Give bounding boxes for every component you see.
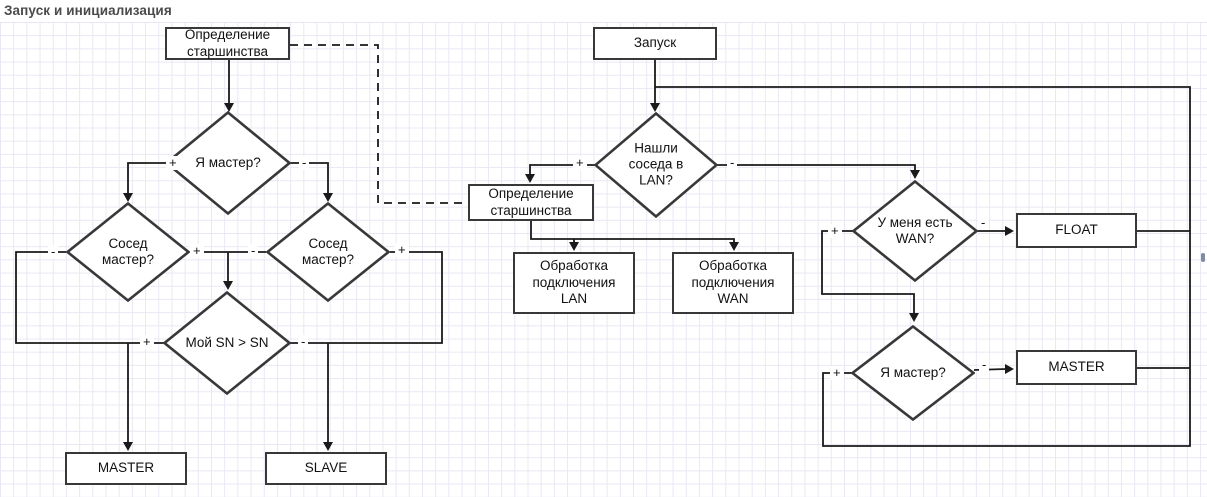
edge-label-minus: - xyxy=(978,216,989,230)
edge-ya-master-minus[interactable] xyxy=(289,162,333,202)
node-label: FLOAT xyxy=(1055,222,1098,238)
node-label: Я мастер? xyxy=(195,154,261,170)
node-label: MASTER xyxy=(97,460,155,476)
edge-opredelenie-to-ya-master[interactable] xyxy=(224,60,234,112)
edge-label-plus: + xyxy=(190,244,204,258)
node-nashli-soseda[interactable]: Нашли соседа в LAN? xyxy=(594,112,718,218)
diamond-shape xyxy=(266,202,390,302)
node-label: У меня есть WAN? xyxy=(877,214,953,246)
node-sosed-master-right[interactable]: Сосед мастер? xyxy=(266,202,390,302)
node-label: Сосед мастер? xyxy=(301,235,355,267)
node-u-menya-wan[interactable]: У меня есть WAN? xyxy=(852,180,978,282)
node-opredelenie-starshinstva-mid[interactable]: Определение старшинства xyxy=(468,184,594,221)
node-label: Сосед мастер? xyxy=(101,235,155,267)
edge-sosed-left-minus-loop[interactable] xyxy=(15,251,165,344)
edge-label-minus: - xyxy=(48,245,59,259)
edge-label-minus: - xyxy=(299,156,310,170)
edge-dashed-subroutine-link[interactable] xyxy=(290,44,466,204)
node-label: Обработка подключения LAN xyxy=(532,257,616,307)
edge-label-minus: - xyxy=(979,358,990,372)
node-label: Определение старшинства xyxy=(184,26,271,59)
edge-label-plus: + xyxy=(573,156,587,170)
edge-opredelenie-to-obrabotka[interactable] xyxy=(530,220,739,251)
diamond-shape xyxy=(851,325,975,421)
edge-label-minus: - xyxy=(298,335,309,349)
node-obrabotka-wan[interactable]: Обработка подключения WAN xyxy=(672,252,794,314)
node-ya-master-left[interactable]: Я мастер? xyxy=(165,111,291,215)
node-label: Запуск xyxy=(633,35,677,51)
edge-label-plus: + xyxy=(166,156,180,170)
diamond-shape xyxy=(852,180,978,282)
node-moy-sn[interactable]: Мой SN > SN xyxy=(163,291,291,395)
edge-label-plus: + xyxy=(395,243,409,257)
edge-nashli-minus-to-wan[interactable] xyxy=(716,164,920,179)
edge-ya-master-plus[interactable] xyxy=(123,162,167,202)
edge-zapusk-to-nashli[interactable] xyxy=(650,60,660,112)
edge-loop-back-to-start[interactable] xyxy=(655,86,1191,447)
edge-moy-sn-plus-to-master[interactable] xyxy=(123,343,133,451)
node-label: Определение старшинства xyxy=(488,185,574,218)
page-title: Запуск и инициализация xyxy=(4,3,172,18)
edge-label-plus: + xyxy=(828,224,842,238)
edge-label-minus: - xyxy=(727,156,738,170)
node-label: Обработка подключения WAN xyxy=(691,257,775,307)
node-zapusk[interactable]: Запуск xyxy=(593,27,717,60)
node-label: Мой SN > SN xyxy=(185,334,269,350)
edge-wan-minus-to-float[interactable] xyxy=(976,226,1014,236)
diamond-shape xyxy=(594,112,718,218)
edge-sosed-right-plus-loop[interactable] xyxy=(289,251,443,344)
diamond-shape xyxy=(163,291,291,395)
connector-handle-dot xyxy=(1201,253,1205,262)
node-obrabotka-lan[interactable]: Обработка подключения LAN xyxy=(513,252,635,314)
node-master-left[interactable]: MASTER xyxy=(65,452,187,485)
node-label: Я мастер? xyxy=(880,364,946,380)
node-slave[interactable]: SLAVE xyxy=(265,452,387,485)
node-label: MASTER xyxy=(1048,359,1105,375)
node-opredelenie-starshinstva-top[interactable]: Определение старшинства xyxy=(165,27,290,60)
node-sosed-master-left[interactable]: Сосед мастер? xyxy=(66,202,190,302)
edge-label-plus: + xyxy=(830,366,844,380)
node-label: Нашли соседа в LAN? xyxy=(628,140,684,189)
node-ya-master-right[interactable]: Я мастер? xyxy=(851,325,975,421)
node-label: SLAVE xyxy=(304,460,348,476)
edge-label-minus: - xyxy=(248,244,259,258)
diamond-shape xyxy=(66,202,190,302)
node-float[interactable]: FLOAT xyxy=(1016,213,1137,248)
edge-moy-sn-minus-to-slave[interactable] xyxy=(323,343,333,451)
diamond-shape xyxy=(165,111,291,215)
edge-label-plus: + xyxy=(140,335,154,349)
node-master-right[interactable]: MASTER xyxy=(1016,350,1137,385)
